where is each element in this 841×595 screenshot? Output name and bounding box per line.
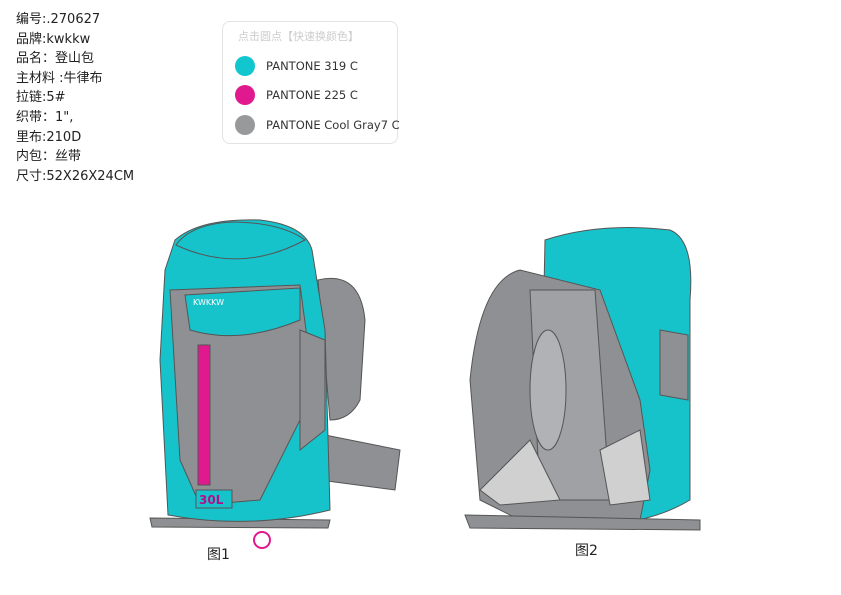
color-swatch-panel: 点击圆点【快速换颜色】 PANTONE 319 C PANTONE 225 C … — [222, 21, 400, 144]
figure-caption-2: 图2 — [575, 543, 598, 559]
color-dot[interactable] — [235, 56, 255, 76]
color-dot[interactable] — [235, 115, 255, 135]
color-dot[interactable] — [235, 85, 255, 105]
swatch-label: PANTONE 225 C — [266, 88, 358, 102]
spec-code: 编号:.270627 — [16, 12, 101, 27]
figure-caption-1: 图1 — [207, 547, 230, 563]
spec-material: 主材料 :牛律布 — [16, 70, 103, 86]
spec-lining: 里布:210D — [16, 129, 82, 145]
swatch-label: PANTONE Cool Gray7 C — [266, 118, 400, 132]
swatch-gray[interactable]: PANTONE Cool Gray7 C — [235, 115, 400, 135]
spec-list: 编号:.270627 品牌:kwkkw 品名：登山包 主材料 :牛律布 拉链:5… — [16, 10, 134, 186]
swatch-title: 点击圆点【快速换颜色】 — [238, 30, 359, 43]
backpack-back — [464, 227, 701, 531]
spec-webbing: 织带：1", — [16, 109, 74, 125]
spec-size: 尺寸:52X26X24CM — [16, 168, 135, 184]
front-capacity: 30L — [199, 493, 224, 507]
front-logo: KWKKW — [193, 298, 224, 307]
spec-name: 品名：登山包 — [16, 51, 95, 67]
spec-brand: 品牌:kwkkw — [16, 31, 91, 47]
swatch-225[interactable]: PANTONE 225 C — [235, 85, 358, 105]
swatch-319[interactable]: PANTONE 319 C — [235, 56, 358, 76]
spec-inner: 内包：丝带 — [16, 149, 82, 165]
swatch-label: PANTONE 319 C — [266, 59, 358, 73]
spec-zipper: 拉链:5# — [16, 90, 66, 106]
backpack-front — [149, 219, 401, 549]
